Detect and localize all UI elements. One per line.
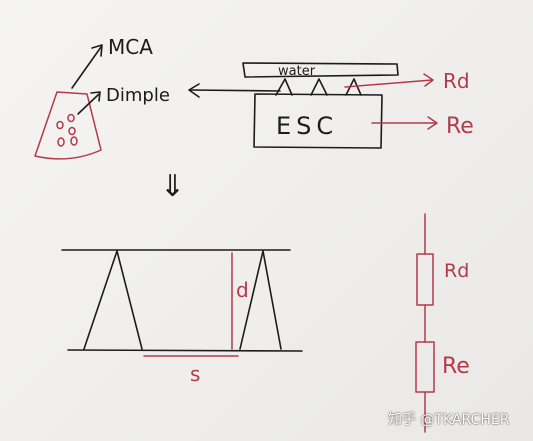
model-bottom-line: [67, 349, 303, 352]
watermark: 知乎 @TKARCHER: [388, 412, 510, 428]
rd-arrow: [344, 73, 434, 88]
mca-puck: [34, 91, 102, 160]
mca-label: MCA: [108, 35, 153, 59]
esc-block: [253, 93, 383, 149]
dimple-label: Dimple: [106, 85, 170, 106]
esc-label: ESC: [276, 112, 338, 140]
dimple-triangle-left: [83, 250, 143, 350]
d-label: d: [236, 278, 249, 302]
dimple-arrow: [77, 91, 101, 115]
re-arrow: [371, 116, 438, 130]
esc-dimples: [275, 78, 362, 96]
wafer-label: water: [278, 64, 316, 79]
implies-arrow: ⇓: [160, 169, 185, 204]
dimple-triangle-right: [239, 250, 282, 350]
re-circuit-label: Re: [442, 354, 470, 379]
mca-arrow: [71, 44, 103, 89]
rd-top-label: Rd: [443, 69, 470, 93]
s-label: s: [190, 362, 200, 386]
resistor-re: [415, 341, 435, 393]
left-arrow: [188, 83, 281, 98]
resistor-rd: [416, 253, 434, 306]
wafer: [242, 62, 399, 78]
rd-circuit-label: Rd: [444, 260, 469, 282]
re-top-label: Re: [446, 114, 474, 139]
